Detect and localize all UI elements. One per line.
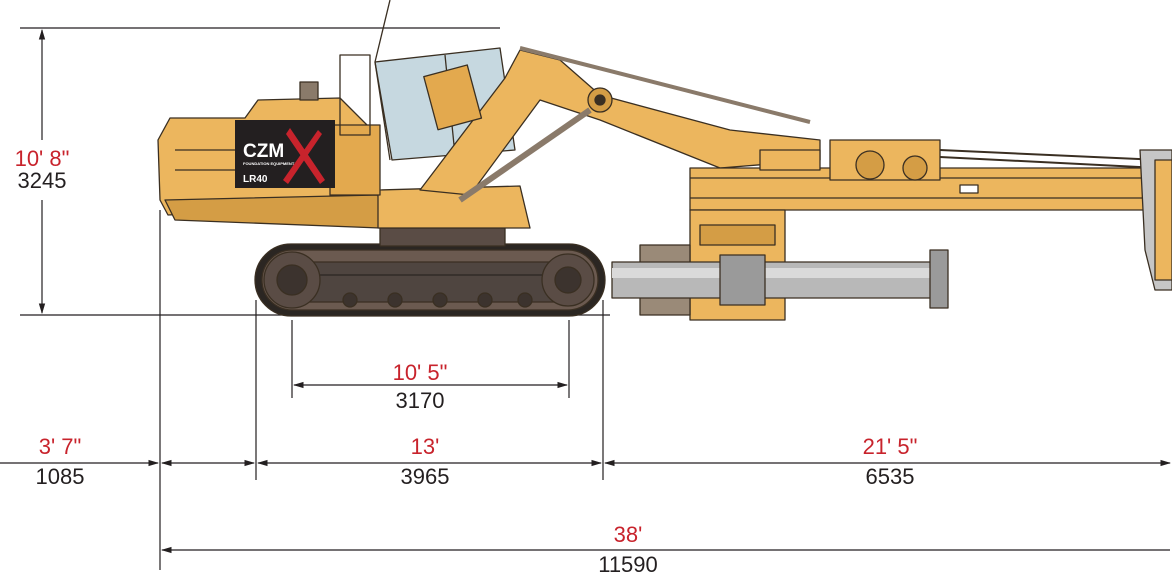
height-imperial-label: 10' 8" [14, 146, 70, 171]
crawler-track [254, 243, 606, 317]
antenna [374, 0, 391, 63]
slew-ring [379, 227, 506, 247]
hydraulic-cylinder [458, 107, 592, 203]
model-label: LR40 [243, 174, 268, 185]
track-base-metric-label: 3170 [395, 388, 445, 413]
brand-logo: CZM [243, 141, 284, 162]
main-boom [419, 46, 821, 203]
front-extension-metric-label: 6535 [865, 464, 915, 489]
rear-overhang-imperial-label: 3' 7" [38, 434, 82, 459]
height-metric-label: 3245 [17, 168, 67, 193]
overall-length-metric-label: 11590 [598, 552, 658, 577]
overall-length-imperial-label: 38' [613, 522, 643, 547]
track-base-imperial-label: 10' 5" [392, 360, 448, 385]
mast [689, 139, 1172, 291]
front-extension-imperial-label: 21' 5" [862, 434, 918, 459]
crawler-length-imperial-label: 13' [410, 434, 440, 459]
kelly-bar [611, 249, 949, 309]
rear-overhang-metric-label: 1085 [35, 464, 85, 489]
brand-logo-subtext: FOUNDATION EQUIPMENT [243, 161, 295, 166]
dimension-lines [0, 27, 1172, 570]
upper-structure [157, 81, 531, 229]
drilling-rig [157, 0, 1172, 321]
crawler-length-metric-label: 3965 [400, 464, 450, 489]
